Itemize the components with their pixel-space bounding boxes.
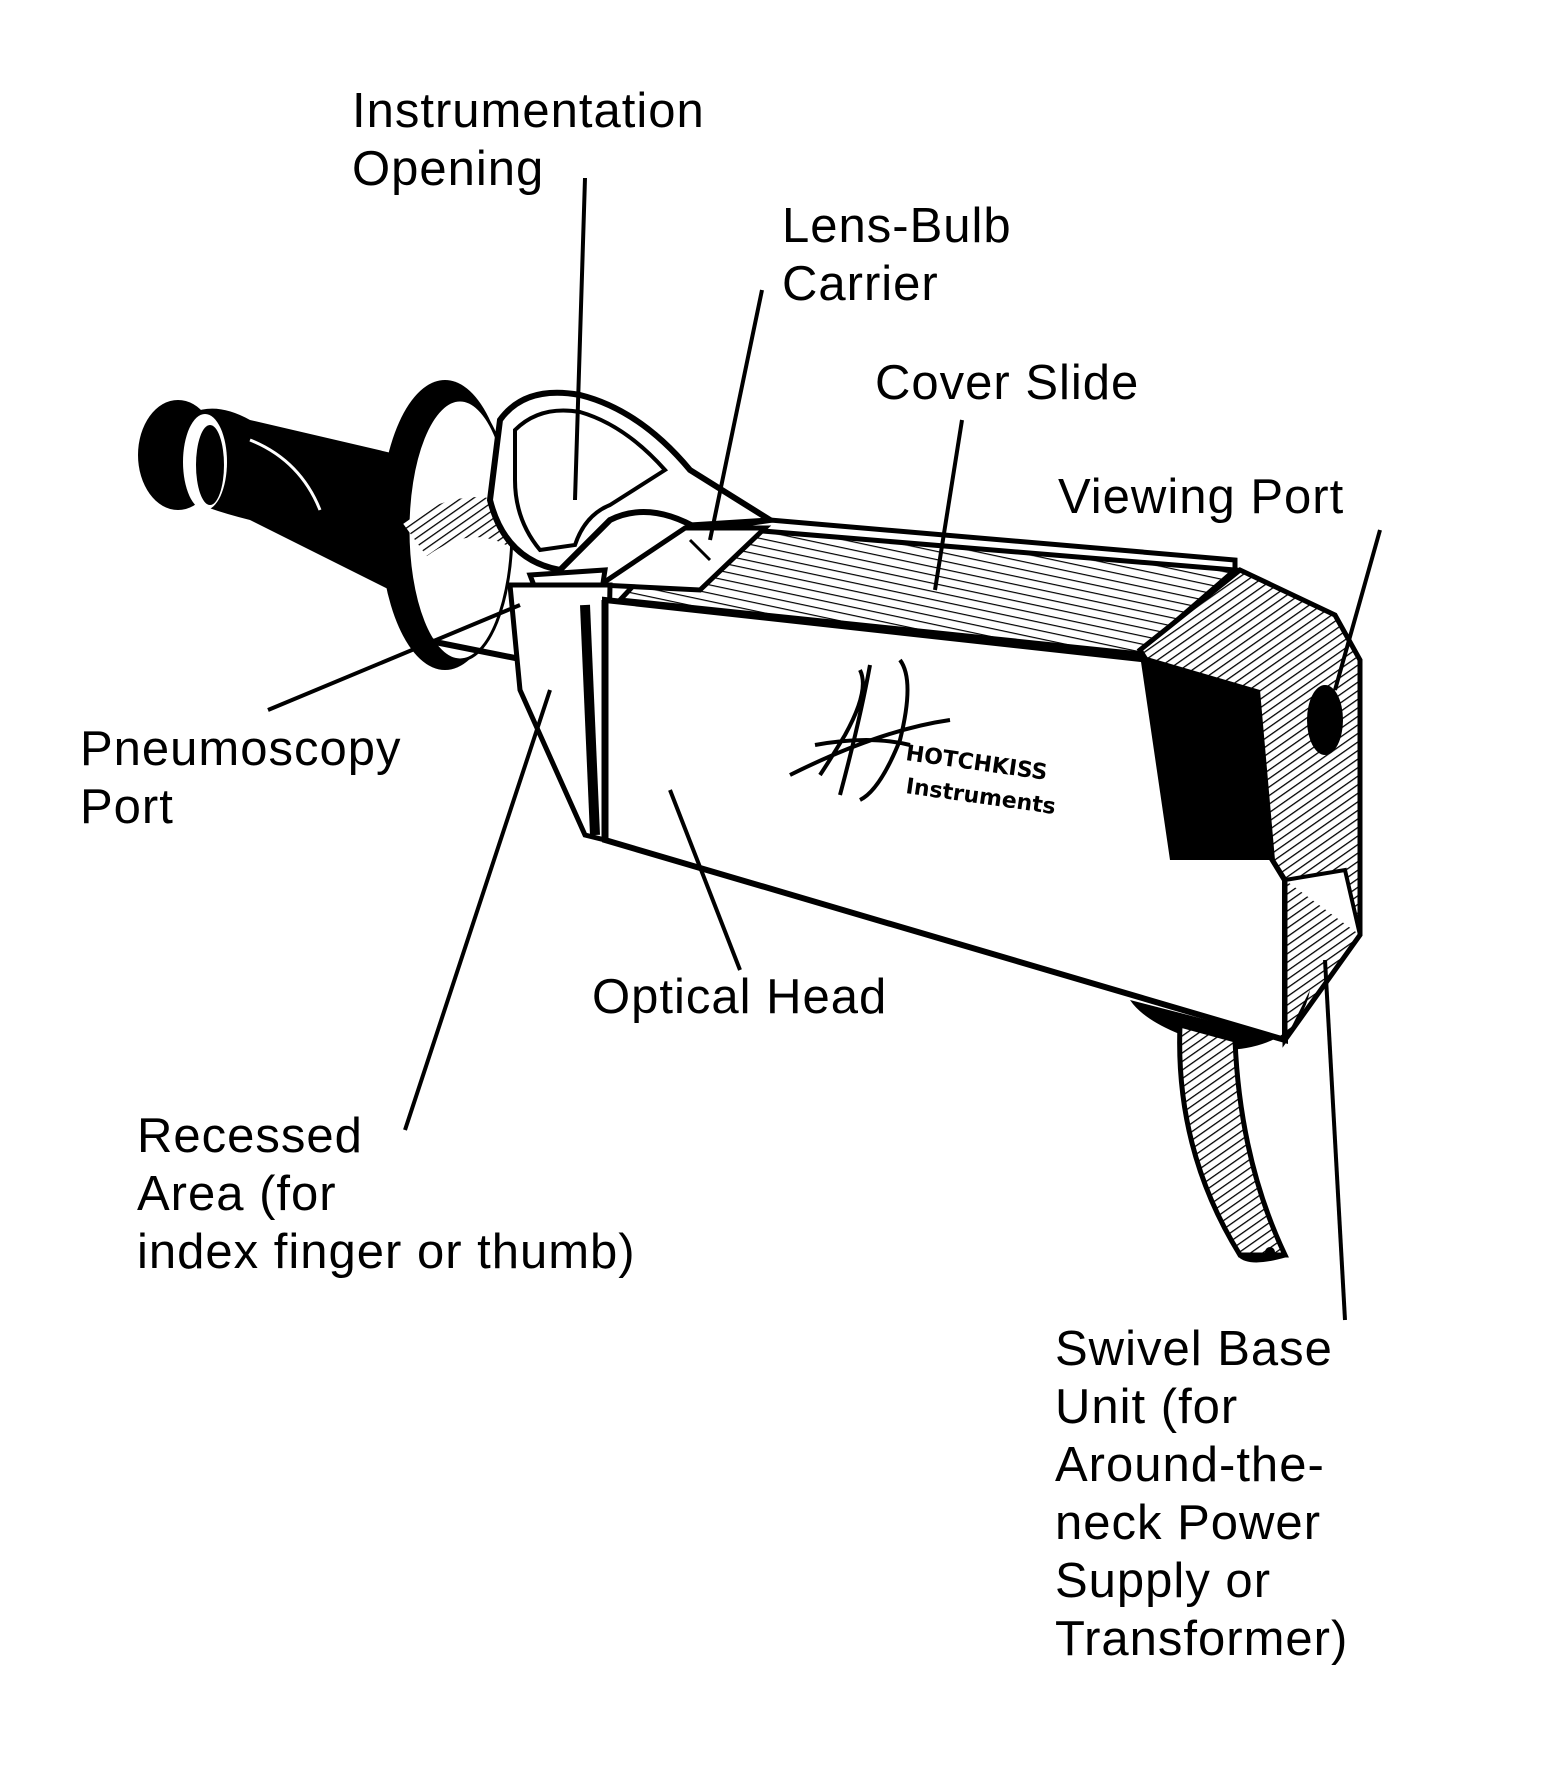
label-recessed-area: Recessed Area (for index finger or thumb… (137, 1109, 636, 1279)
recessed-area (507, 582, 613, 844)
viewing-port-block (1136, 567, 1363, 1048)
leader-recessed-area (403, 689, 552, 1131)
leader-cover-slide (933, 419, 964, 591)
lens-bulb-carrier (592, 525, 772, 593)
leader-lines (267, 177, 1382, 1321)
leader-pneumoscopy-port (267, 603, 521, 712)
leader-instrumentation-opening (573, 177, 587, 501)
label-optical-head: Optical Head (592, 970, 888, 1024)
label-swivel-base-unit: Swivel Base Unit (for Around-the- neck P… (1055, 1322, 1349, 1666)
leader-viewing-port (1333, 529, 1382, 691)
leader-swivel-base-unit (1323, 959, 1347, 1321)
leader-optical-head (668, 789, 742, 971)
speculum (138, 400, 400, 590)
leader-lens-bulb-carrier (708, 289, 764, 541)
label-cover-slide: Cover Slide (875, 356, 1140, 410)
swivel-base-unit (1130, 990, 1310, 1263)
label-instrumentation-opening: Instrumentation Opening (352, 84, 705, 196)
label-pneumoscopy-port: Pneumoscopy Port (80, 722, 402, 834)
label-lens-bulb-carrier: Lens-Bulb Carrier (782, 199, 1012, 311)
label-viewing-port: Viewing Port (1058, 470, 1345, 524)
